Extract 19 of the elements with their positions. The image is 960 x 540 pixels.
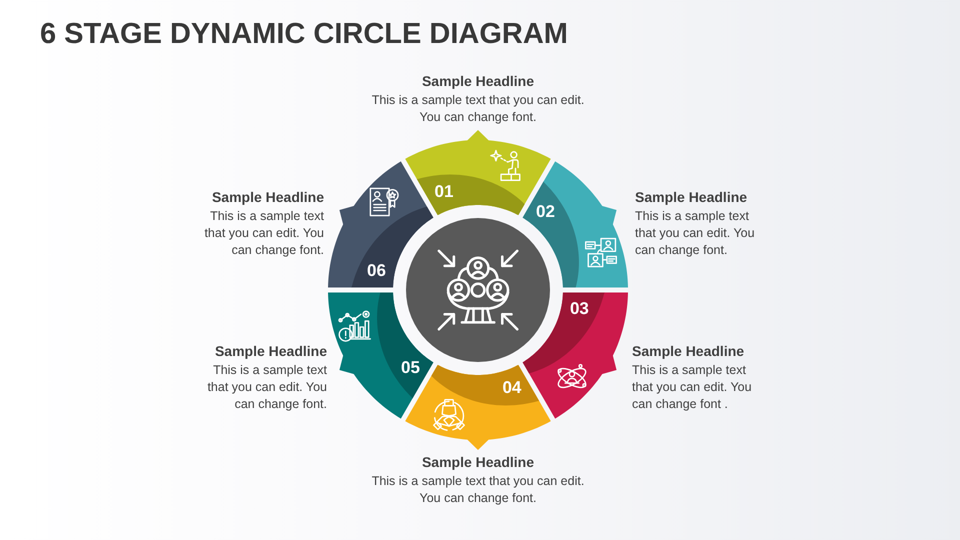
stage-number: 02 <box>536 202 555 222</box>
title: 6 STAGE DYNAMIC CIRCLE DIAGRAM <box>40 17 568 52</box>
headline: Sample Headline <box>632 342 746 360</box>
description-text: This is a sample text that you can edit. You can change font. <box>203 208 324 259</box>
description-text: This is a sample text that you can edit. You can change font . <box>632 362 753 413</box>
headline: Sample Headline <box>214 342 327 360</box>
description-text: This is a sample text that you can edit. You can change font. <box>635 208 756 259</box>
stage-number: 03 <box>570 299 589 320</box>
stage-number: 06 <box>367 260 386 281</box>
stage-number: 01 <box>434 182 454 202</box>
headline: Sample Headline <box>420 453 536 471</box>
stage-number: 05 <box>401 358 420 378</box>
headline: Sample Headline <box>210 188 324 206</box>
headline: Sample Headline <box>420 72 536 90</box>
headline: Sample Headline <box>635 188 748 206</box>
stage-number: 04 <box>502 378 522 398</box>
description-text: This is a sample text that you can edit. You can change font. <box>206 362 327 413</box>
description-text: This is a sample text that you can edit. You can change font. <box>370 473 586 507</box>
description-text: This is a sample text that you can edit. You can change font. <box>370 92 586 126</box>
